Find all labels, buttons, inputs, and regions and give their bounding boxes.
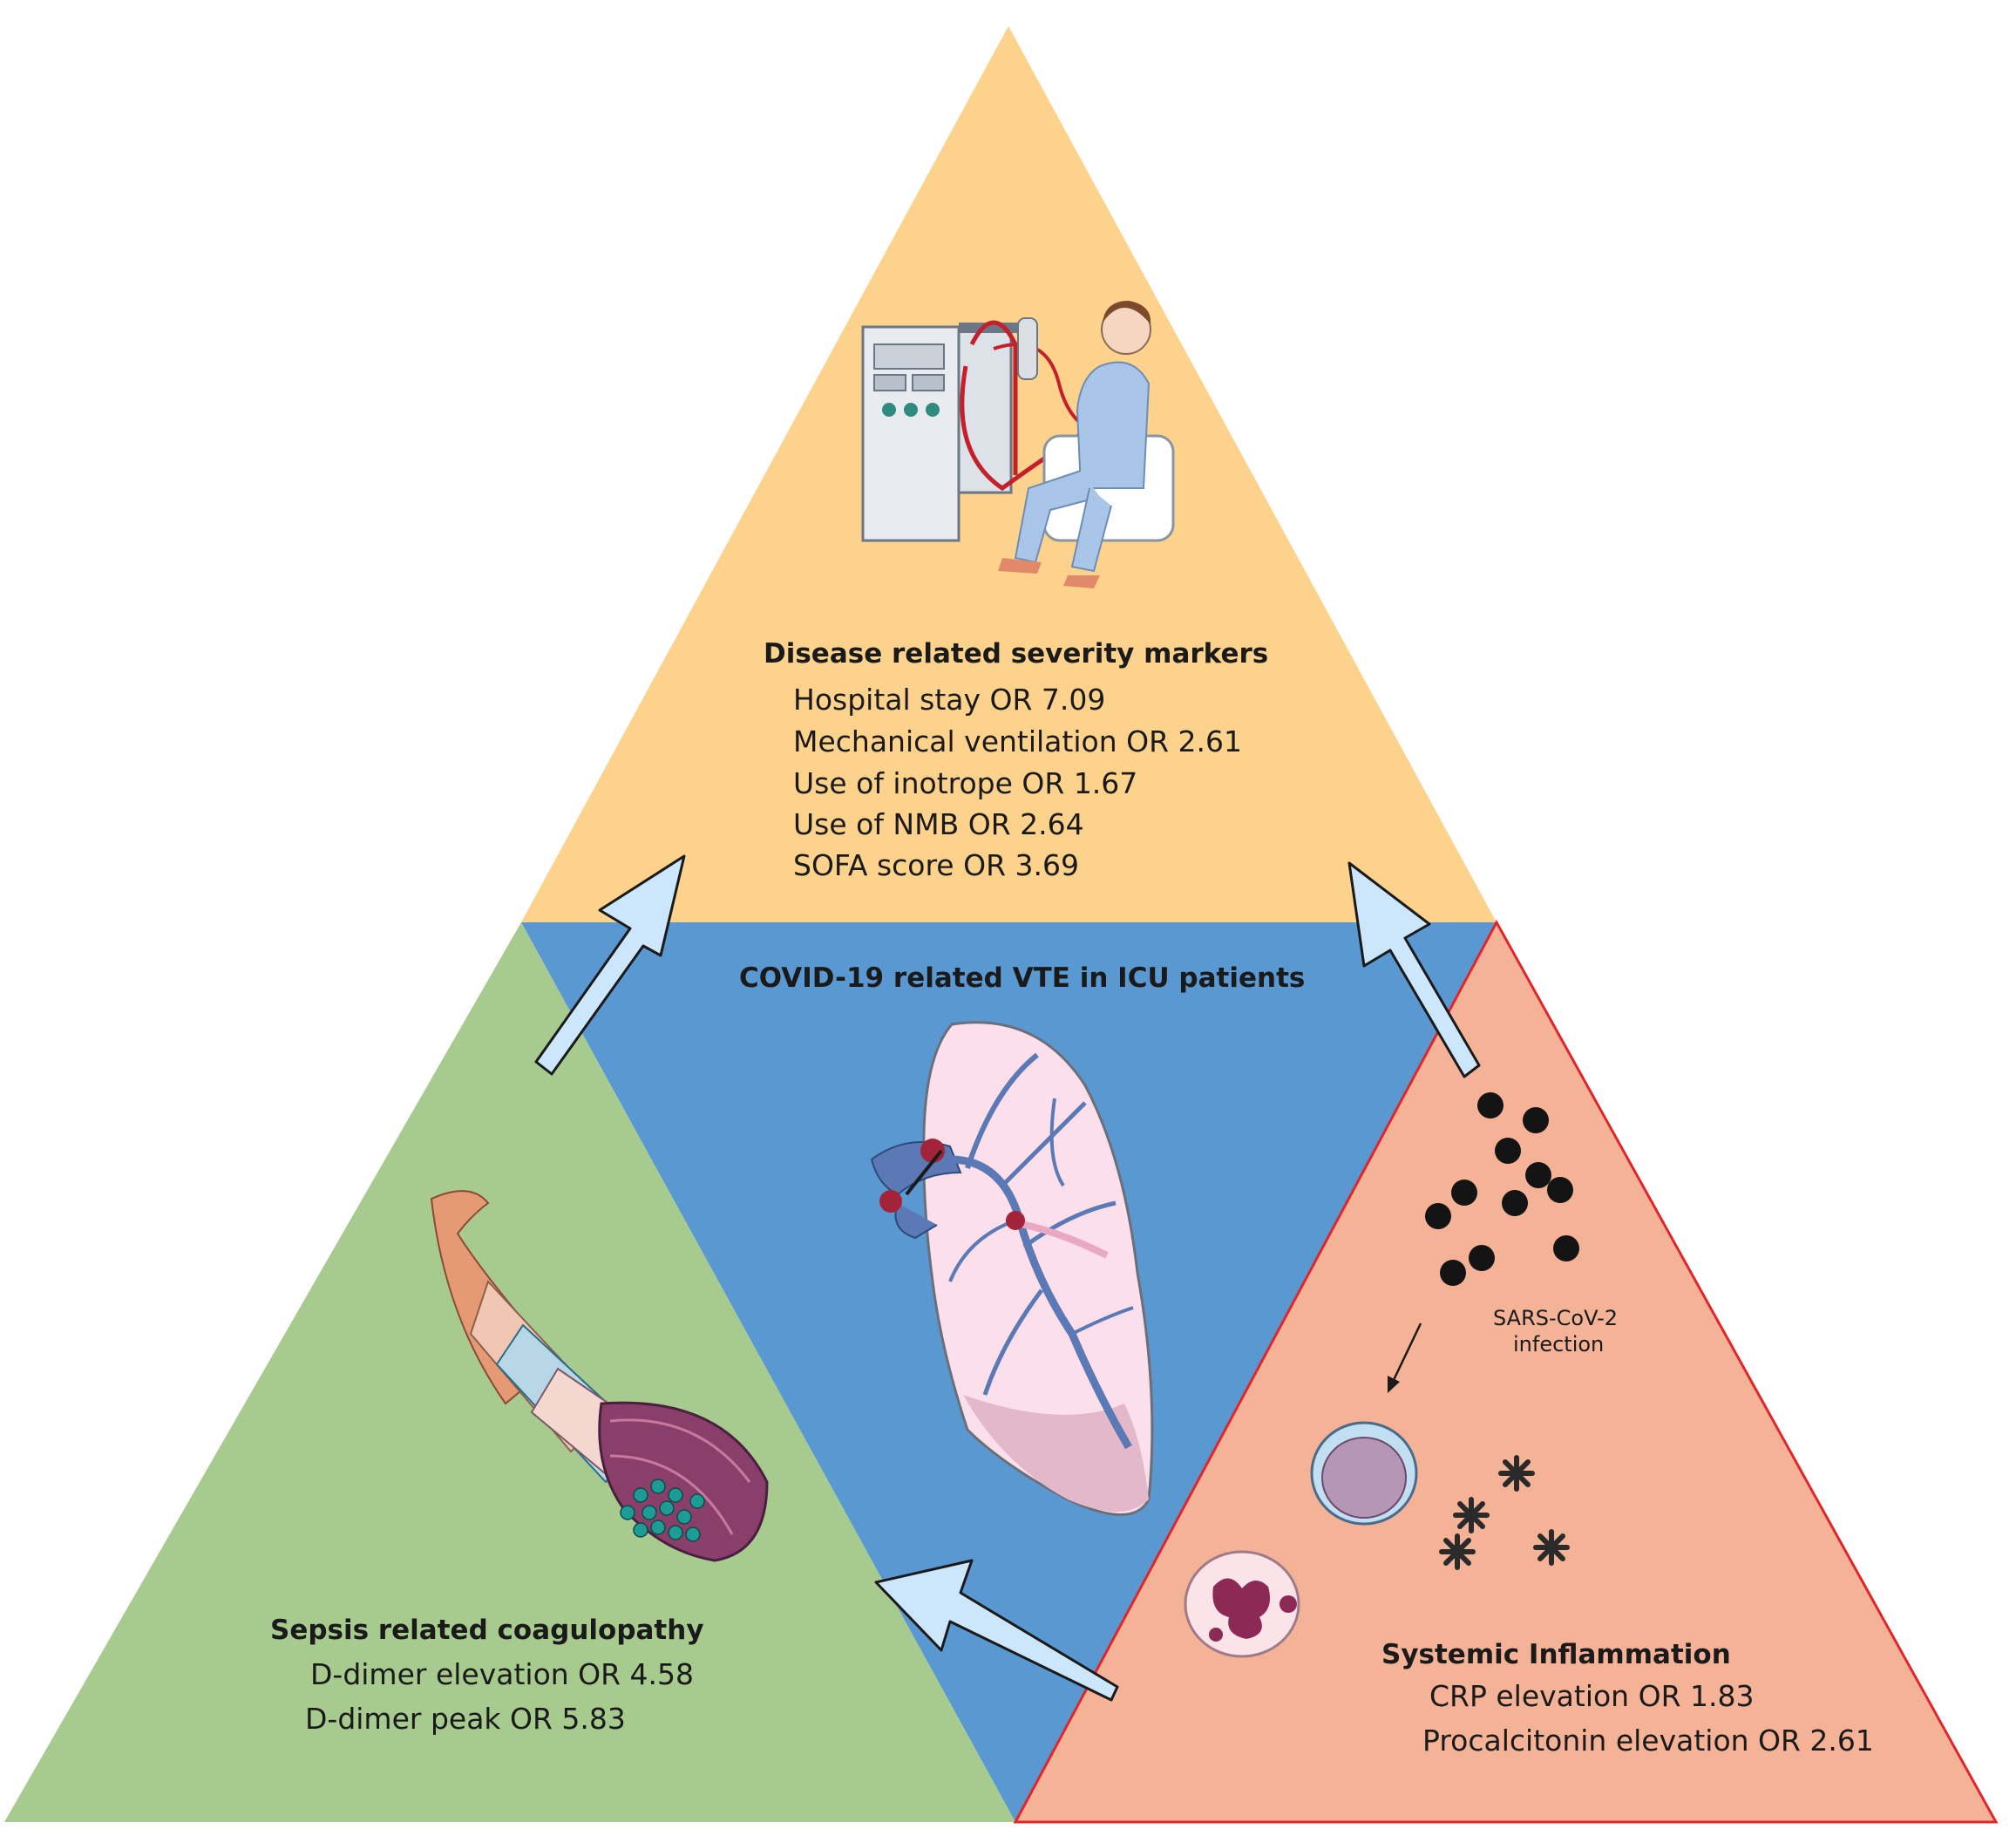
right-item: Procalcitonin elevation OR 2.61 [1422, 1724, 1874, 1758]
left-item: D-dimer elevation OR 4.58 [310, 1657, 694, 1691]
virus-label: infection [1513, 1332, 1604, 1356]
arrow-right-to-top [1347, 861, 1481, 1078]
right-heading: Systemic Inflammation [1381, 1639, 1731, 1670]
virus-particles-icon [1425, 1092, 1579, 1286]
lung-embolism-icon [870, 1021, 1154, 1516]
arrow-left-to-top [534, 854, 686, 1076]
dialysis-patient-icon [861, 301, 1175, 588]
top-item: Use of inotrope OR 1.67 [793, 766, 1137, 800]
top-item: Use of NMB OR 2.64 [793, 807, 1084, 841]
infection-arrow [1388, 1322, 1422, 1393]
blood-vessel-icon [430, 1190, 769, 1562]
top-item: SOFA score OR 3.69 [793, 848, 1079, 882]
immune-cell-icon [1310, 1421, 1418, 1526]
top-item: Hospital stay OR 7.09 [793, 683, 1105, 717]
right-item: CRP elevation OR 1.83 [1429, 1679, 1754, 1713]
left-heading: Sepsis related coagulopathy [270, 1615, 704, 1646]
virus-label: SARS-CoV-2 [1493, 1306, 1618, 1330]
center-heading: COVID-19 related VTE in ICU patients [739, 962, 1305, 994]
neutrophil-icon [1184, 1550, 1300, 1658]
arrow-right-to-left [874, 1559, 1119, 1702]
left-item: D-dimer peak OR 5.83 [305, 1702, 626, 1736]
top-heading: Disease related severity markers [764, 638, 1268, 670]
top-item: Mechanical ventilation OR 2.61 [793, 724, 1242, 758]
cytokine-icon [1439, 1455, 1570, 1570]
